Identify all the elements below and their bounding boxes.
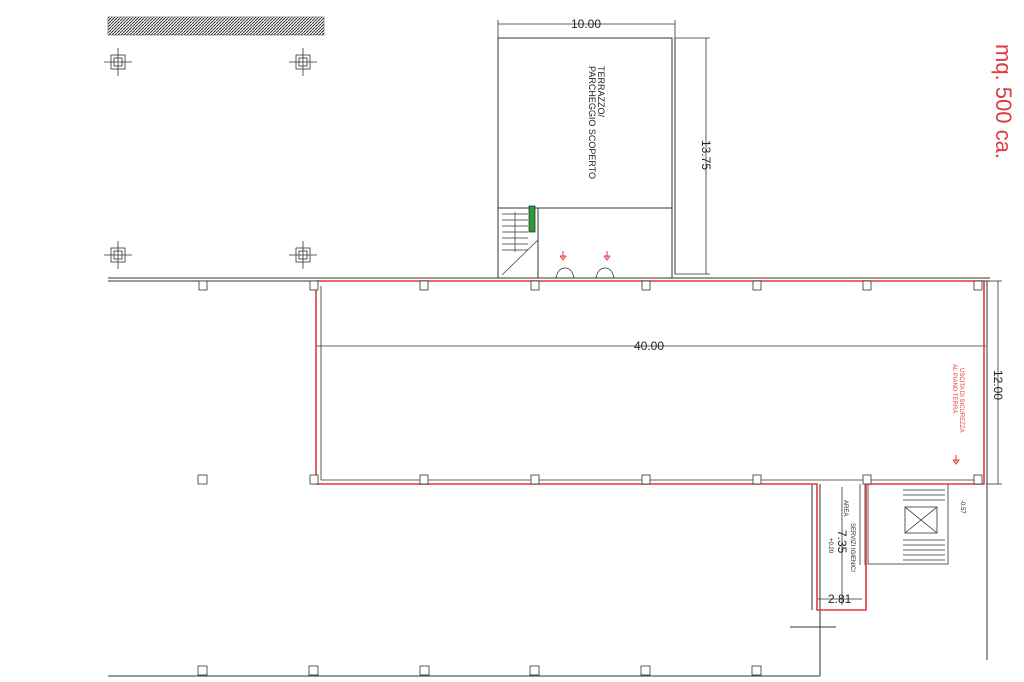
dim-hall-length: 40.00: [634, 339, 664, 353]
exit-label-line2: AL PIANO TERRA: [951, 364, 957, 413]
dim-services-length: 7.35: [835, 530, 849, 554]
entrance-arrows: [559, 251, 611, 261]
terrace-label-line2: PARCHEGGIO SCOPERTO: [587, 66, 597, 179]
services-label-line2: SERVIZI IGIENICI: [849, 523, 855, 572]
services-label-line1: AREA: [842, 500, 848, 516]
terrace-stairs: [501, 212, 539, 276]
dim-terrace-width: 10.00: [571, 17, 601, 31]
wall-columns: [198, 280, 983, 485]
dim-services-width: 2.81: [828, 592, 852, 606]
terrace-door: [528, 205, 536, 233]
dimension-lines: [316, 20, 1002, 605]
terrace-block: [497, 37, 676, 279]
terrace-label-line1: TERRAZZO/: [596, 66, 606, 117]
stair-level: -0.57: [959, 500, 965, 514]
column-markers: [104, 48, 317, 269]
services-level: +0.20: [827, 538, 833, 554]
area-label: mq. 500 ca.: [991, 44, 1016, 159]
unit-outline: [315, 280, 985, 611]
isolated-columns: [197, 474, 762, 676]
exit-label-line1: USCITA DI SICUREZZA: [958, 368, 964, 433]
hatched-wall: [107, 16, 325, 36]
dim-terrace-depth: 13.75: [699, 140, 713, 170]
entrance-doors: [555, 267, 615, 279]
exit-arrow: [952, 455, 960, 465]
stair-core: [859, 483, 949, 565]
perimeter-wall: [108, 277, 990, 677]
dim-hall-width: 12.00: [991, 370, 1005, 400]
